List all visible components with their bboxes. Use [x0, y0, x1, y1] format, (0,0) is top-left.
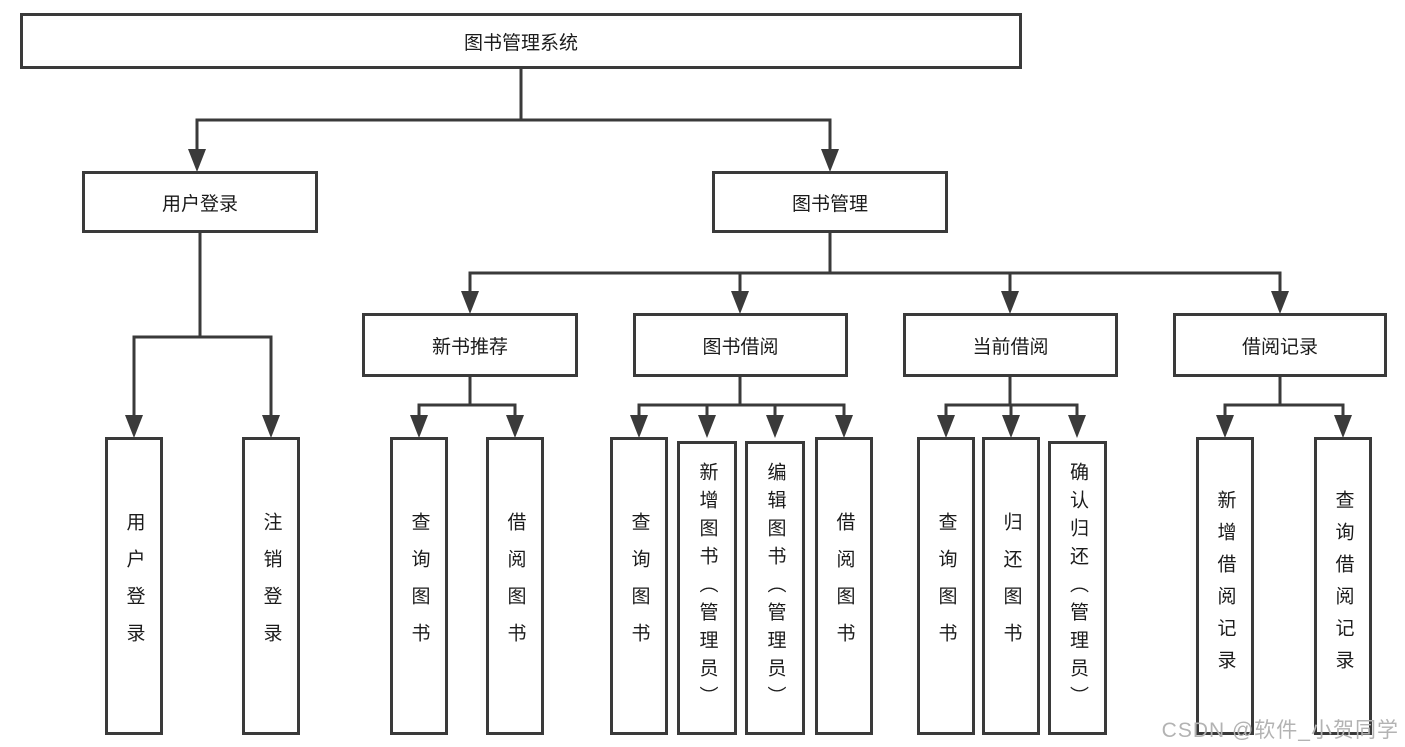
tree-edges: [132, 69, 1345, 416]
node-add-books-admin-label: 新增图书（管理员）: [696, 462, 718, 714]
node-edit-books-admin: 编辑图书（管理员）: [745, 441, 805, 735]
node-current-query-books: 查询图书: [917, 437, 975, 735]
node-borrow-books: 借阅图书: [815, 437, 873, 735]
node-add-borrow-record-label: 新增借阅记录: [1214, 490, 1236, 682]
node-user-login-action: 用户登录: [105, 437, 163, 735]
node-borrow-query-books-label: 查询图书: [628, 512, 650, 660]
arrowheads: [125, 149, 1352, 438]
node-current-borrow-label: 当前借阅: [972, 336, 1049, 358]
node-query-borrow-record: 查询借阅记录: [1314, 437, 1372, 735]
node-confirm-return-admin: 确认归还（管理员）: [1048, 441, 1107, 735]
csdn-watermark: CSDN @软件_小贺同学: [1161, 719, 1399, 742]
node-add-borrow-record: 新增借阅记录: [1196, 437, 1254, 735]
node-return-books-label: 归还图书: [1000, 512, 1022, 660]
node-borrow-records-label: 借阅记录: [1241, 336, 1318, 358]
node-new-book-recommend: 新书推荐: [362, 313, 578, 377]
node-borrow-books-label: 借阅图书: [833, 512, 855, 660]
node-query-borrow-record-label: 查询借阅记录: [1332, 490, 1354, 682]
node-book-borrow-label: 图书借阅: [702, 336, 779, 358]
node-user-login-action-label: 用户登录: [123, 512, 145, 660]
node-root-library-system: 图书管理系统: [20, 13, 1022, 69]
node-newbook-query-books-label: 查询图书: [408, 512, 430, 660]
node-user-login: 用户登录: [82, 171, 318, 233]
node-newbook-borrow-books: 借阅图书: [486, 437, 544, 735]
node-confirm-return-admin-label: 确认归还（管理员）: [1067, 462, 1088, 714]
node-edit-books-admin-label: 编辑图书（管理员）: [764, 462, 786, 714]
node-return-books: 归还图书: [982, 437, 1040, 735]
node-logout: 注销登录: [242, 437, 300, 735]
node-current-borrow: 当前借阅: [903, 313, 1118, 377]
node-borrow-records: 借阅记录: [1173, 313, 1387, 377]
node-new-book-recommend-label: 新书推荐: [431, 336, 508, 358]
node-root-label: 图书管理系统: [463, 32, 578, 54]
node-current-query-books-label: 查询图书: [935, 512, 957, 660]
node-user-login-label: 用户登录: [161, 193, 238, 215]
node-book-borrow: 图书借阅: [633, 313, 848, 377]
node-book-management-label: 图书管理: [791, 193, 868, 215]
node-newbook-query-books: 查询图书: [390, 437, 448, 735]
node-borrow-query-books: 查询图书: [610, 437, 668, 735]
node-add-books-admin: 新增图书（管理员）: [677, 441, 737, 735]
node-book-management: 图书管理: [712, 171, 948, 233]
node-newbook-borrow-books-label: 借阅图书: [504, 512, 526, 660]
node-logout-label: 注销登录: [260, 512, 282, 660]
